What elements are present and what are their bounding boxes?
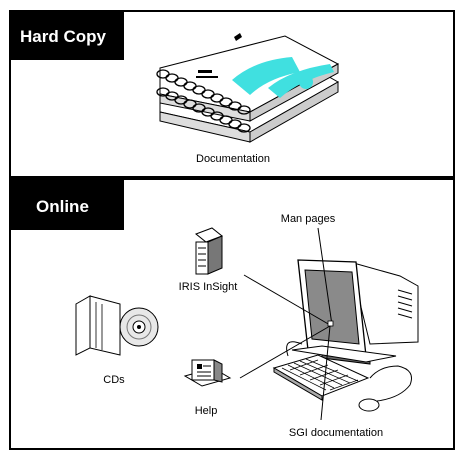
documentation-caption: Documentation bbox=[196, 153, 270, 165]
help-book-icon bbox=[183, 359, 232, 387]
hardcopy-tab bbox=[11, 12, 124, 60]
hardcopy-title: Hard Copy bbox=[20, 27, 107, 46]
man-pages-label: Man pages bbox=[281, 213, 336, 225]
connector-hub bbox=[327, 320, 334, 327]
help-connector bbox=[239, 325, 331, 379]
man-pages-connector bbox=[317, 227, 333, 326]
sgi-documentation-label: SGI documentation bbox=[289, 427, 383, 439]
cds-label: CDs bbox=[103, 374, 125, 386]
workstation-computer-icon bbox=[272, 259, 419, 412]
insight-connector bbox=[243, 274, 331, 326]
iris-insight-label: IRIS InSight bbox=[179, 281, 238, 293]
connector-lines bbox=[239, 227, 333, 421]
help-label: Help bbox=[195, 405, 218, 417]
online-panel: Online IRIS InSight CDs bbox=[9, 178, 455, 450]
server-tower-icon bbox=[195, 227, 223, 275]
hardcopy-panel: Hard Copy bbox=[9, 10, 455, 178]
cd-case-icon bbox=[75, 295, 159, 356]
spiral-bound-manuals-icon bbox=[156, 33, 340, 143]
online-title: Online bbox=[36, 197, 89, 216]
online-tab bbox=[11, 180, 124, 230]
sgi-docs-connector bbox=[320, 325, 331, 421]
